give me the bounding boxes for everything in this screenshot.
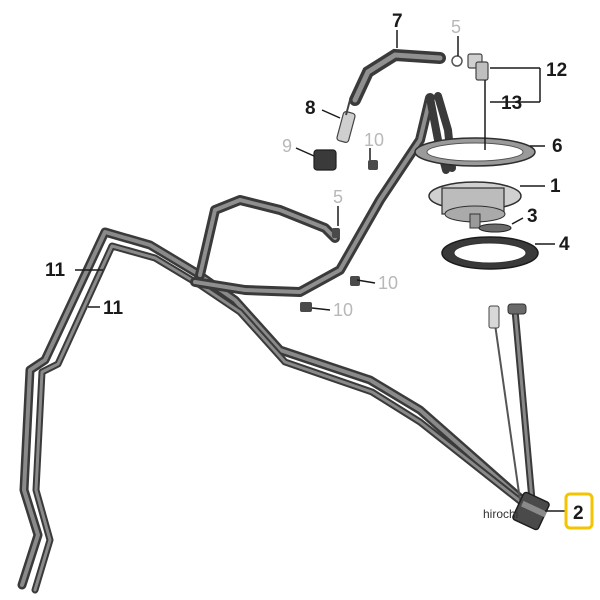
seal-3 [478, 223, 512, 233]
callout-5-middle: 5 [333, 187, 343, 207]
pump-unit-1 [428, 181, 522, 229]
callout-7: 7 [392, 11, 403, 32]
callout-10-right: 10 [378, 273, 398, 293]
hose-return-loop [190, 92, 456, 297]
callout-12: 12 [546, 60, 567, 81]
clamp-10-lower [300, 302, 312, 312]
clamp-10-top [368, 160, 378, 170]
clamp-5-middle [332, 228, 340, 238]
hose-11-left [17, 227, 529, 594]
gasket-ring-4 [441, 236, 539, 270]
callout-9: 9 [282, 136, 292, 156]
callout-11-upper: 11 [45, 260, 66, 281]
callout-5-upper: 5 [451, 17, 461, 37]
callout-8: 8 [305, 98, 316, 119]
callout-3: 3 [527, 206, 538, 227]
callout-6: 6 [552, 136, 563, 157]
clamp-5-upper [451, 53, 489, 81]
callout-2-highlight [564, 492, 594, 530]
watermark: hirochi [483, 507, 518, 521]
callout-11-lower: 11 [103, 298, 124, 319]
ring-6 [414, 137, 536, 167]
connector-8 [336, 99, 356, 143]
filter-2 [512, 491, 550, 531]
callout-10-top: 10 [364, 130, 384, 150]
callout-10-lower: 10 [333, 300, 353, 320]
callout-4: 4 [559, 234, 570, 255]
sender-assembly [488, 303, 536, 504]
hose-7 [349, 48, 446, 106]
clamp-10-right [350, 276, 360, 286]
leader-lines [75, 30, 565, 512]
callout-13: 13 [501, 93, 522, 114]
callout-1: 1 [550, 176, 561, 197]
callout-2: 2 [573, 503, 584, 524]
sleeve-9 [313, 149, 337, 171]
